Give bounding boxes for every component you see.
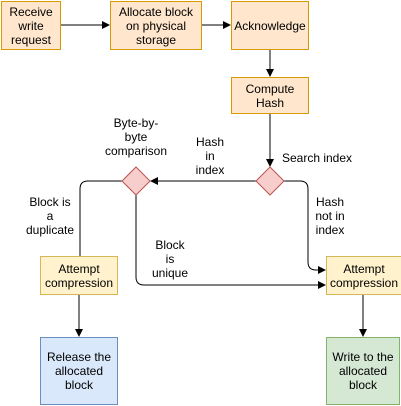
edge-byte-attempt-left — [79, 180, 122, 256]
block-duplicate-label: Block is a duplicate — [22, 195, 78, 237]
write-block-box: Write to the allocated block — [326, 337, 400, 405]
hash-not-in-index-label: Hash not in index — [310, 195, 350, 237]
allocate-block-box: Allocate block on physical storage — [110, 1, 202, 50]
attempt-compression-left-box: Attempt compression — [40, 256, 118, 295]
attempt-compression-right-box: Attempt compression — [326, 256, 401, 295]
block-unique-label: Block is unique — [146, 238, 194, 280]
search-index-label: Search index — [279, 151, 355, 165]
edge-byte-unique — [135, 195, 326, 289]
compute-hash-box: Compute Hash — [231, 77, 309, 114]
byte-comparison-label: Byte-by- byte comparison — [98, 116, 174, 158]
release-block-box: Release the allocated block — [40, 337, 118, 405]
edge-search-attempt-right — [284, 180, 326, 274]
hash-in-index-label: Hash in index — [186, 135, 234, 177]
search-index-diamond — [255, 166, 285, 196]
receive-write-request-box: Receive write request — [1, 1, 61, 50]
byte-comparison-diamond — [121, 166, 151, 196]
acknowledge-box: Acknowledge — [231, 1, 309, 50]
